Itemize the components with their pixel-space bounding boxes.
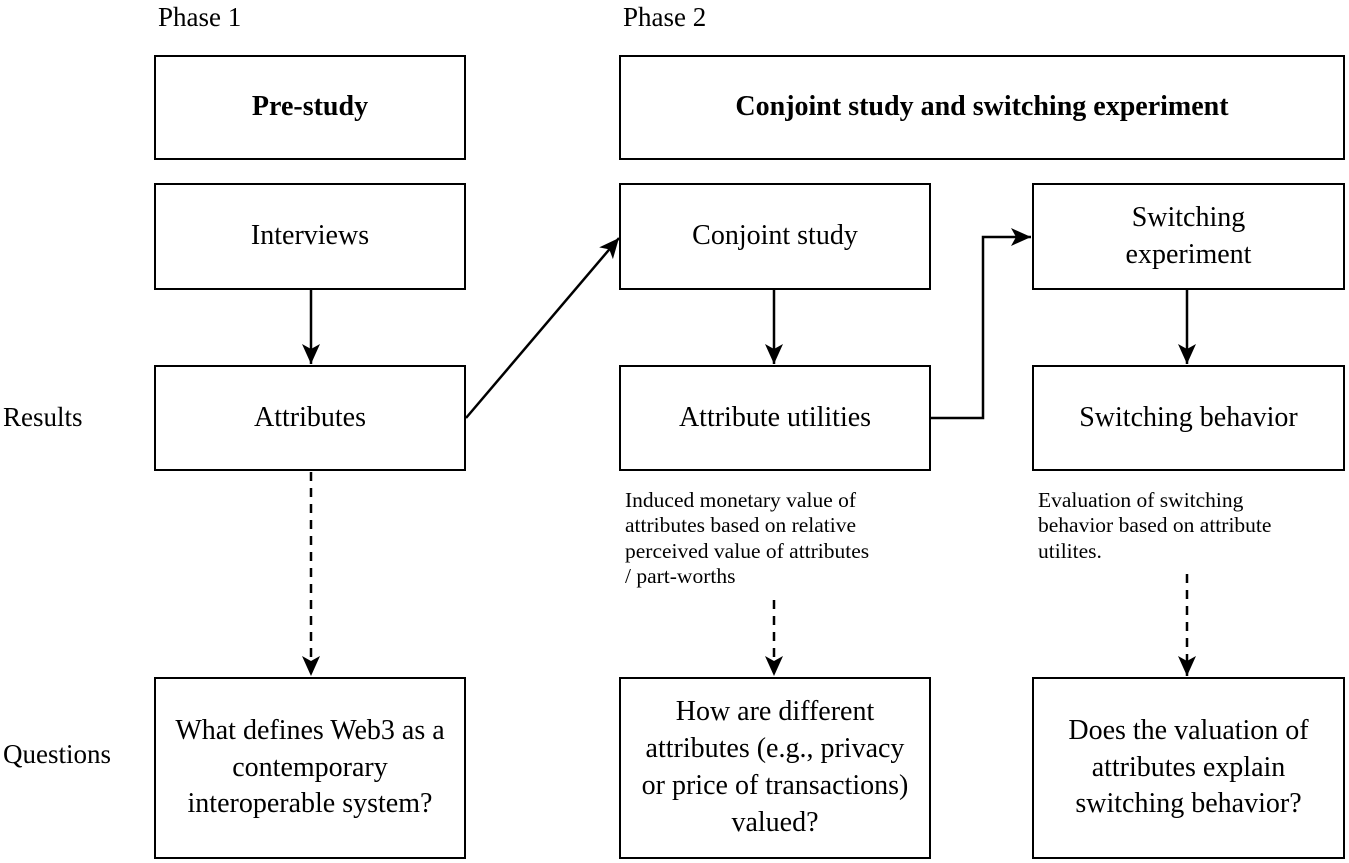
conjoint-study-box: Conjoint study: [619, 183, 931, 290]
question-2-line2: attributes (e.g., privacy: [645, 733, 905, 765]
attribute-utilities-text: Attribute utilities: [678, 401, 872, 433]
question-2-box: How are different attributes (e.g., priv…: [619, 677, 931, 859]
switching-behavior-note-line2: behavior based on attribute: [1038, 513, 1272, 538]
phase-1-label: Phase 1: [158, 2, 242, 32]
arrow-utilities-to-switching-exp: [931, 228, 1031, 420]
question-2-line3: or price of transactions): [641, 770, 909, 801]
question-3-box: Does the valuation of attributes explain…: [1032, 677, 1345, 859]
conjoint-switching-header-text: Conjoint study and switching experiment: [735, 91, 1229, 123]
attribute-utilities-note-line1: Induced monetary value of: [625, 488, 857, 512]
phase-2-label: Phase 2: [623, 2, 707, 32]
question-2-line4: valued?: [731, 806, 819, 838]
switching-experiment-text-line2: experiment: [1125, 238, 1252, 270]
pre-study-header-box: Pre-study: [154, 55, 466, 160]
attribute-utilities-note-line3: perceived value of attributes: [625, 538, 870, 563]
pre-study-header-text: Pre-study: [251, 91, 369, 123]
questions-row-label: Questions: [3, 739, 111, 769]
attribute-utilities-note: Induced monetary value of attributes bas…: [625, 488, 869, 589]
switching-behavior-note: Evaluation of switching behavior based o…: [1038, 488, 1271, 564]
attributes-text: Attributes: [254, 401, 366, 433]
attributes-box: Attributes: [154, 365, 466, 471]
question-1-line1: What defines Web3 as a: [175, 714, 445, 746]
switching-behavior-box: Switching behavior: [1032, 365, 1345, 471]
question-3-line3: switching behavior?: [1075, 788, 1302, 820]
attribute-utilities-note-line2: attributes based on relative: [625, 513, 857, 538]
question-3-line2: attributes explain: [1091, 751, 1286, 783]
question-2-line1: How are different: [675, 696, 875, 728]
switching-experiment-box: Switching experiment: [1032, 183, 1345, 290]
interviews-text: Interviews: [250, 220, 370, 252]
attribute-utilities-box: Attribute utilities: [619, 365, 931, 471]
switching-experiment-text-line1: Switching: [1131, 202, 1246, 234]
question-3-line1: Does the valuation of: [1068, 714, 1309, 746]
conjoint-study-text: Conjoint study: [692, 220, 858, 252]
conjoint-switching-header-box: Conjoint study and switching experiment: [619, 55, 1345, 160]
attribute-utilities-note-line4: / part-worths: [625, 564, 736, 589]
question-1-line2: contemporary: [232, 751, 388, 783]
switching-behavior-text: Switching behavior: [1079, 401, 1298, 433]
question-1-line3: interoperable system?: [187, 788, 433, 820]
question-1-box: What defines Web3 as a contemporary inte…: [154, 677, 466, 859]
switching-behavior-note-line1: Evaluation of switching: [1038, 488, 1244, 512]
results-row-label: Results: [3, 402, 83, 432]
switching-behavior-note-line3: utilites.: [1038, 538, 1102, 563]
arrow-attributes-to-conjoint: [465, 237, 620, 419]
interviews-box: Interviews: [154, 183, 466, 290]
